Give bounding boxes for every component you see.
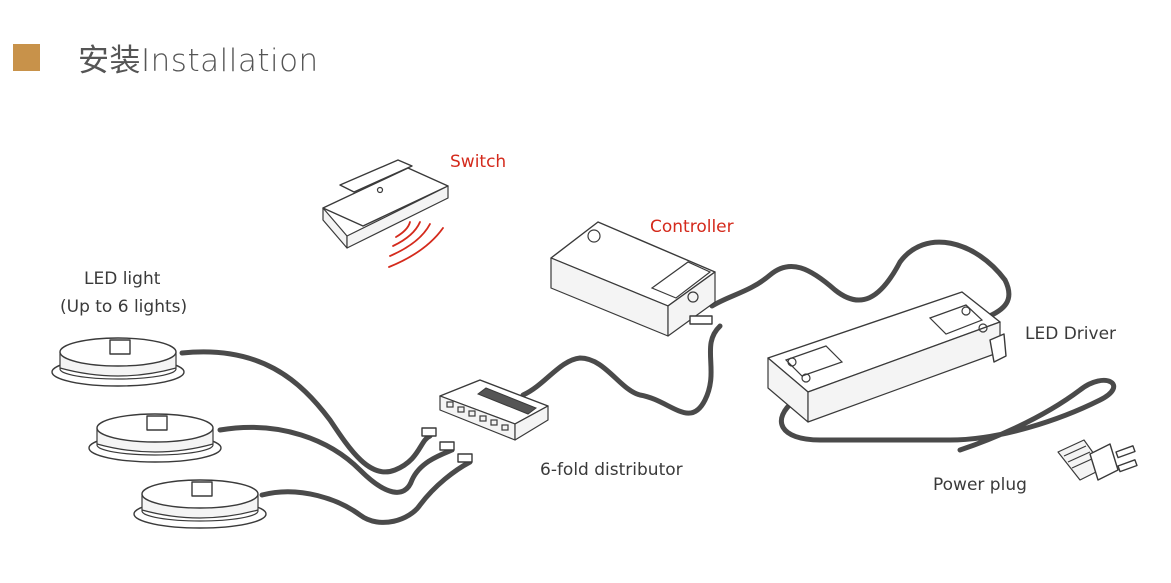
led-light-2 <box>88 413 222 463</box>
driver-screw-4 <box>978 323 988 333</box>
distributor-device <box>421 379 549 463</box>
switch-clip <box>339 159 413 193</box>
plug-pin-1 <box>1115 445 1136 459</box>
led-light-label: LED light <box>84 269 161 289</box>
controller-label: Controller <box>650 217 734 237</box>
led-light-1-connector <box>109 339 131 355</box>
cable-controller-driver <box>709 239 1012 321</box>
cable-light-2 <box>217 424 455 495</box>
controller-connector <box>689 315 713 325</box>
controller-device <box>550 221 716 337</box>
driver-screw-2 <box>801 373 811 383</box>
controller-side-face <box>667 271 716 337</box>
led-light-1 <box>51 337 185 387</box>
led-light-2-connector <box>146 415 168 431</box>
driver-screw-1 <box>787 357 797 367</box>
switch-label: Switch <box>450 152 506 172</box>
power-plug-device <box>1057 439 1138 481</box>
cables <box>179 239 1117 525</box>
power-plug-label: Power plug <box>933 475 1027 495</box>
distributor-label: 6-fold distributor <box>540 460 683 480</box>
header-accent-square <box>13 43 40 71</box>
distributor-plug-1 <box>421 427 437 437</box>
distributor-grip <box>476 387 538 415</box>
labels: Switch Controller LED light (Up to 6 lig… <box>60 152 1116 495</box>
plug-pin-2 <box>1117 459 1138 473</box>
driver-mounting-tab <box>989 333 1007 363</box>
driver-screw-3 <box>961 306 971 316</box>
controller-port <box>687 291 699 303</box>
switch-indicator-dot <box>376 186 384 194</box>
cable-driver-plug <box>778 378 1117 453</box>
cable-distributor-controller <box>520 323 723 416</box>
led-light-count-label: (Up to 6 lights) <box>60 297 187 317</box>
switch-device <box>322 159 449 249</box>
driver-label-plate-left <box>784 345 844 377</box>
cable-light-3 <box>259 459 473 525</box>
led-driver-device <box>767 291 1007 423</box>
section-header: 安装Installation <box>13 40 319 79</box>
controller-screw <box>587 229 601 243</box>
page-title: 安装Installation <box>78 42 319 79</box>
led-light-3 <box>133 479 267 529</box>
distributor-side-face <box>514 405 549 441</box>
cable-light-1 <box>179 349 433 475</box>
switch-side-face <box>346 185 449 249</box>
wireless-signal-icon <box>388 221 444 268</box>
distributor-ports <box>446 401 509 431</box>
plug-head <box>1089 443 1119 481</box>
plug-grip-lines <box>1063 445 1095 469</box>
led-driver-label: LED Driver <box>1025 324 1116 344</box>
distributor-plug-3 <box>457 453 473 463</box>
controller-label-window <box>650 261 712 299</box>
led-light-3-connector <box>191 481 213 497</box>
driver-label-plate-right <box>928 304 984 335</box>
distributor-plug-2 <box>439 441 455 451</box>
